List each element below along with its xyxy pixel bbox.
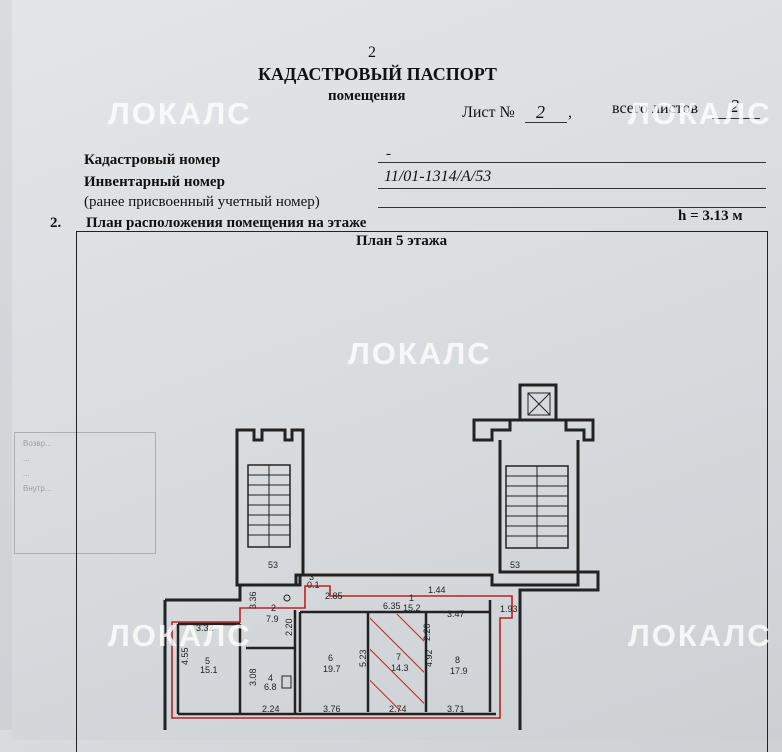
svg-text:3.08: 3.08: [248, 668, 258, 686]
page-number: 2: [368, 44, 376, 61]
section-number: 2.: [50, 215, 62, 231]
room-1-num: 1: [409, 593, 414, 603]
document-subtitle: помещения: [328, 88, 406, 104]
sheet-underline: [525, 122, 567, 123]
dimension-labels: 53 53 2.85 6.35 1.44 3.47 1.93 3.36 2.20…: [180, 560, 520, 714]
room-2-num: 2: [271, 603, 276, 613]
inventory-number-label: Инвентарный номер: [84, 174, 225, 190]
interior-walls: [176, 600, 496, 716]
room-5-num: 5: [205, 656, 210, 666]
ceiling-height: h = 3.13 м: [678, 208, 743, 224]
svg-text:3.36: 3.36: [248, 591, 258, 609]
svg-text:2.20: 2.20: [422, 623, 432, 641]
room-labels: 1 15.2 2 7.9 3 0.1 4 6.8 5 15.1 6 19.7 7…: [200, 572, 468, 692]
watermark-2: ЛОКАЛС: [628, 96, 772, 131]
total-sheets-label: всего листов: [612, 100, 699, 117]
cadastral-underline: [378, 162, 766, 163]
svg-text:53: 53: [268, 560, 278, 570]
left-stair-tower: [235, 428, 305, 587]
right-stair-tower: [472, 383, 595, 442]
room-8-area: 17.9: [450, 666, 468, 676]
svg-text:2.24: 2.24: [262, 704, 280, 714]
room-6-area: 19.7: [323, 664, 341, 674]
floor-outline: [165, 570, 600, 730]
svg-text:4.92: 4.92: [424, 649, 434, 667]
total-underline: [712, 118, 760, 119]
svg-text:3.76: 3.76: [323, 704, 341, 714]
plan-frame: [76, 231, 768, 752]
watermark-3: ЛОКАЛС: [348, 336, 492, 371]
room-3-num: 3: [309, 572, 314, 582]
svg-text:1.93: 1.93: [500, 604, 518, 614]
previous-underline: [378, 207, 766, 208]
svg-text:5.23: 5.23: [358, 649, 368, 667]
floor-plan: 1 15.2 2 7.9 3 0.1 4 6.8 5 15.1 6 19.7 7…: [163, 383, 600, 730]
document-title: КАДАСТРОВЫЙ ПАСПОРТ: [258, 64, 497, 84]
cadastral-number-value: -: [386, 146, 391, 162]
svg-text:4.55: 4.55: [180, 647, 190, 665]
room-6-num: 6: [328, 653, 333, 663]
total-sheets-value: 2: [730, 96, 739, 116]
room-3-area: 0.1: [307, 580, 320, 590]
svg-text:3.32: 3.32: [196, 623, 214, 633]
watermark-4: ЛОКАЛС: [108, 618, 252, 653]
inventory-number-value: 11/01-1314/А/53: [384, 168, 492, 185]
plan-title: План 5 этажа: [356, 233, 448, 249]
svg-text:53: 53: [510, 560, 520, 570]
svg-text:2.74: 2.74: [389, 704, 407, 714]
watermark-5: ЛОКАЛС: [628, 618, 772, 653]
hatched-room-7: [370, 614, 424, 711]
faded-stamp: Возвр... ... ... Внутр...: [14, 432, 156, 554]
watermark-1: ЛОКАЛС: [108, 96, 252, 131]
svg-text:1.44: 1.44: [428, 585, 446, 595]
room-4-area: 6.8: [264, 682, 277, 692]
sheet-label: Лист №: [462, 104, 515, 121]
room-5-area: 15.1: [200, 665, 218, 675]
sheet-value: 2: [536, 102, 545, 122]
section-title: План расположения помещения на этаже: [86, 215, 367, 231]
svg-text:6.35: 6.35: [383, 601, 401, 611]
inventory-underline: [378, 188, 766, 189]
svg-text:3.47: 3.47: [447, 609, 465, 619]
room-8-num: 8: [455, 655, 460, 665]
svg-text:2.20: 2.20: [284, 618, 294, 636]
svg-text:2.85: 2.85: [325, 591, 343, 601]
cadastral-number-label: Кадастровый номер: [84, 152, 221, 168]
room-7-num: 7: [396, 652, 401, 662]
room-4-num: 4: [268, 673, 273, 683]
previous-number-label: (ранее присвоенный учетный номер): [84, 194, 320, 210]
room-7-area: 14.3: [391, 663, 409, 673]
svg-text:3.71: 3.71: [447, 704, 465, 714]
room-2-area: 7.9: [266, 614, 279, 624]
room-1-area: 15.2: [403, 603, 421, 613]
apartment-boundary: [171, 585, 513, 719]
